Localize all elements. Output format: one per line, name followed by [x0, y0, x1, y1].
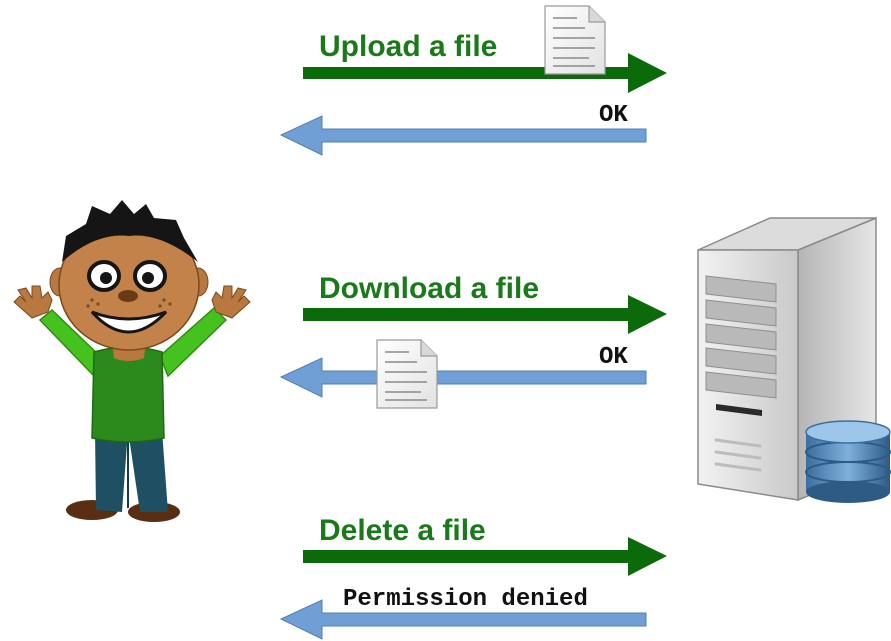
- response-arrow: [279, 115, 647, 156]
- delete-request-label: Delete a file: [319, 514, 486, 547]
- response-arrow: [279, 599, 647, 640]
- response-arrow: [279, 357, 647, 398]
- document-icon: [376, 339, 438, 409]
- document-icon: [544, 5, 606, 75]
- download-response-label: OK: [599, 344, 628, 371]
- delete-response-label: Permission denied: [343, 586, 588, 613]
- request-arrow: [303, 537, 667, 576]
- request-arrow: [303, 53, 667, 93]
- upload-response-label: OK: [599, 102, 628, 129]
- request-arrow: [303, 295, 667, 334]
- cartoon-person-icon: [13, 200, 251, 522]
- download-exchange: [279, 295, 667, 409]
- upload-request-label: Upload a file: [319, 30, 498, 63]
- delete-exchange: [279, 537, 667, 640]
- upload-exchange: [279, 5, 667, 156]
- download-request-label: Download a file: [319, 272, 540, 305]
- database-icon: [805, 420, 891, 503]
